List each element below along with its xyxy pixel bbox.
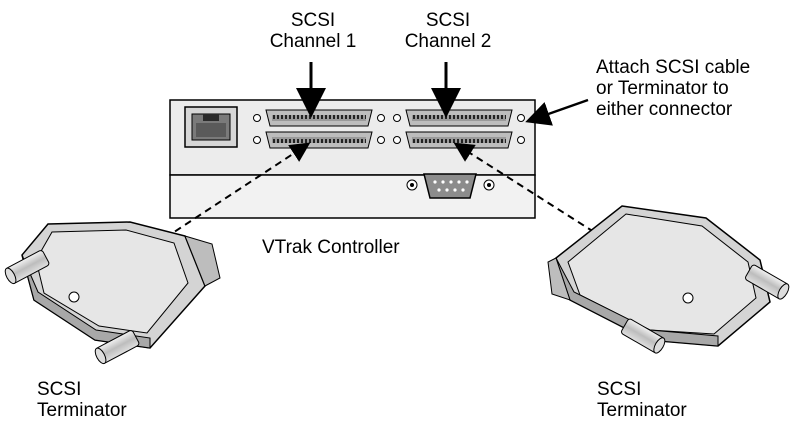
label-vtrak-controller: VTrak Controller bbox=[262, 237, 400, 258]
left-terminator-screw-lower bbox=[94, 330, 140, 365]
scsi-connector-2-upper bbox=[393, 109, 525, 127]
label-scsi-channel-1: SCSI Channel 1 bbox=[269, 10, 357, 52]
label-scsi-channel-2: SCSI Channel 2 bbox=[404, 10, 492, 52]
label-terminator-left: SCSI Terminator bbox=[37, 379, 127, 421]
label-terminator-right: SCSI Terminator bbox=[597, 379, 687, 421]
scsi-terminator-right bbox=[547, 205, 790, 354]
scsi-connector-1-upper bbox=[253, 109, 385, 127]
dashed-arrow-left-terminator bbox=[164, 142, 311, 239]
right-terminator-screw-lower bbox=[621, 318, 666, 354]
scsi-connector-1-lower bbox=[253, 131, 385, 149]
vtrak-controller bbox=[169, 99, 536, 219]
scsi-terminator-left bbox=[4, 221, 221, 365]
scsi-connector-2-lower bbox=[393, 131, 525, 149]
arrow-attach-note bbox=[525, 98, 589, 126]
ethernet-port-icon bbox=[184, 106, 238, 148]
right-terminator-screw-upper bbox=[745, 264, 790, 300]
controller-lower-panel bbox=[169, 174, 536, 219]
serial-port-icon bbox=[406, 173, 495, 199]
label-attach-note: Attach SCSI cable or Terminator to eithe… bbox=[596, 57, 751, 120]
left-terminator-screw-upper bbox=[4, 250, 50, 285]
dashed-arrow-right-terminator bbox=[453, 142, 595, 233]
